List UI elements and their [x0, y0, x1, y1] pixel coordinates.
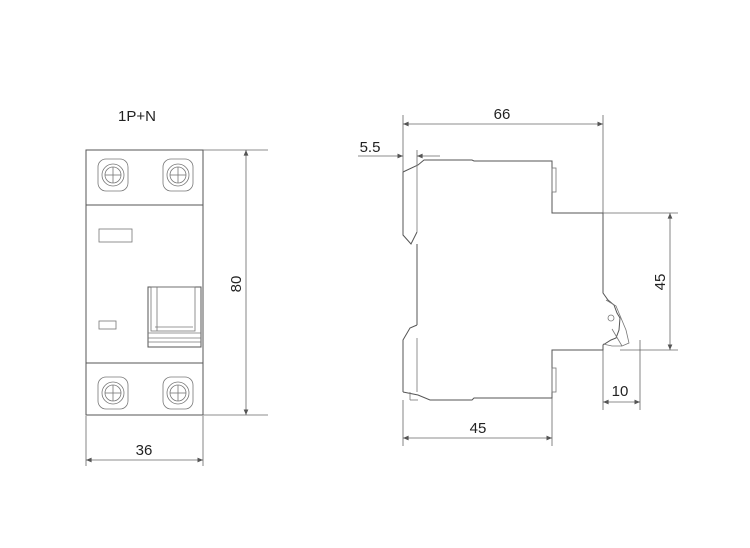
- total-depth-dim-label: 66: [494, 106, 511, 123]
- side-front-height-dimension: 45: [603, 212, 678, 351]
- upper-screw-left-icon: [97, 158, 129, 192]
- side-rail-depth-dimension: 45: [402, 398, 553, 446]
- front-height-side-dim-label: 45: [652, 274, 669, 291]
- toggle-lever: [147, 286, 202, 348]
- lower-screw-left-icon: [97, 376, 129, 410]
- protrusion-dim-label: 10: [612, 383, 629, 400]
- rating-label-window: [98, 228, 133, 243]
- rail-clip-bottom: [402, 324, 418, 392]
- front-height-dim-label: 80: [228, 276, 245, 293]
- side-profile-outline: [402, 159, 621, 401]
- test-button: [98, 320, 117, 330]
- upper-screw-right-icon: [162, 158, 194, 192]
- bottom-tab: [551, 367, 557, 393]
- side-protrusion-dimension: 10: [602, 340, 641, 410]
- front-view: 1P+N: [85, 108, 268, 466]
- front-view-label: 1P+N: [118, 108, 156, 125]
- breaker-body-outline: [85, 149, 204, 416]
- rail-offset-dim-label: 5.5: [360, 139, 381, 156]
- lever-side-profile: [602, 299, 630, 347]
- front-height-dimension: 80: [203, 149, 268, 416]
- front-width-dim-label: 36: [136, 442, 153, 459]
- top-tab: [551, 167, 557, 193]
- front-width-dimension: 36: [85, 416, 204, 466]
- side-view: 66 5.5 45 10 45: [358, 106, 678, 446]
- rail-clip-top: [402, 172, 418, 245]
- side-rail-offset-dimension: 5.5: [358, 139, 440, 165]
- side-total-depth-dimension: 66: [402, 106, 604, 213]
- lower-screw-right-icon: [162, 376, 194, 410]
- rail-depth-dim-label: 45: [470, 420, 487, 437]
